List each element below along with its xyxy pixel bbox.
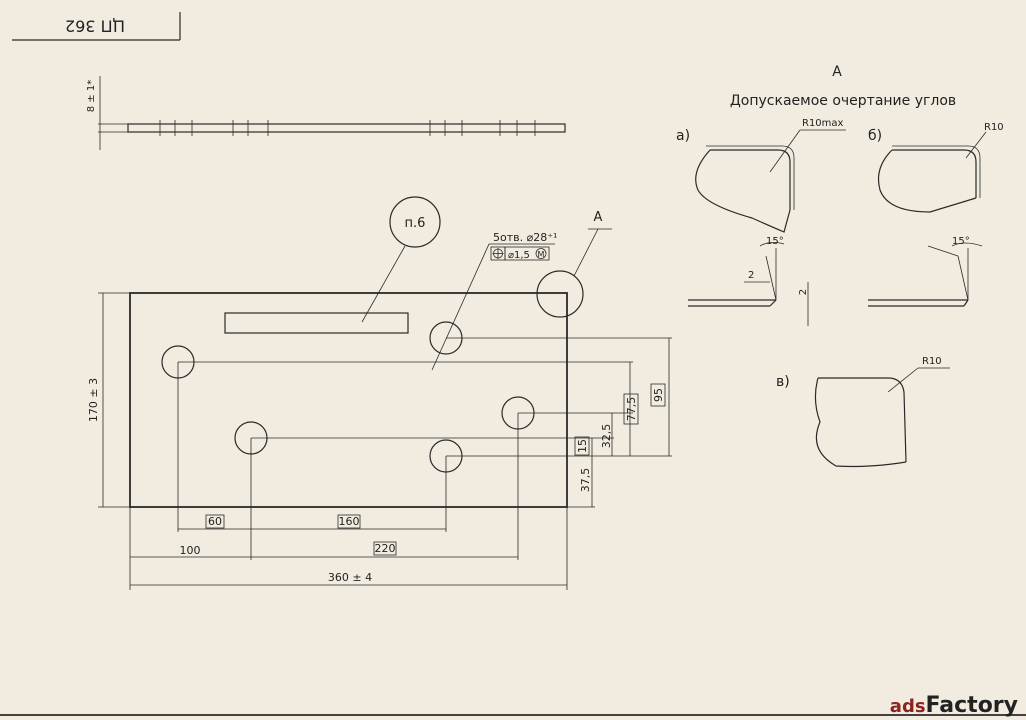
marking-slot [224,312,409,334]
main-view: 170 ± 3 60 160 100 220 360 ± 4 95 77,5 3… [87,196,672,590]
detail-marker-label: А [594,210,603,225]
detail-marker-circle [536,270,584,318]
dim-220-label: 220 [375,542,396,555]
variant-b-label: б) [868,128,882,144]
variant-v-label: в) [776,374,790,390]
variant-a-dim-2-horizontal: 2 [748,270,754,281]
variant-b-radius-label: R10 [984,122,1004,133]
dim-37-5-label: 37,5 [579,468,592,493]
horizontal-extension-lines [98,292,672,508]
side-view: 8 ± 1* [86,76,566,150]
variant-a-angle-label: 15° [766,236,784,247]
dim-60-label: 60 [208,515,222,528]
dim-15-label: 15 [576,439,589,453]
title-block-code: ЦП 362 [65,17,125,36]
holes [161,321,535,473]
side-view-thickness-label: 8 ± 1* [86,80,97,112]
detail-a: А Допускаемое очертание углов а) R10max … [676,64,1004,468]
hole-spec-label: 5отв. ⌀28⁺¹ [493,231,557,244]
tolerance-modifier-label: M [538,250,545,259]
watermark-text: adsFactory [890,693,1018,718]
plate-outline [129,292,568,508]
variant-a-dim-2-vertical: 2 [798,289,809,295]
variant-v-radius-label: R10 [922,356,942,367]
tolerance-diameter-label: ⌀1,5 [508,250,530,261]
variant-a-radius-label: R10max [802,118,844,129]
watermark: adsFactory [890,693,1018,718]
dim-160-label: 160 [339,515,360,528]
side-view-hole-marks [159,120,536,136]
detail-letter: А [832,64,842,80]
dim-32-5-label: 32,5 [600,424,613,449]
dim-100-label: 100 [180,544,201,557]
vertical-extension-lines [129,362,568,590]
detail-heading: Допускаемое очертание углов [730,93,956,109]
note-bubble [389,196,441,248]
dim-77-5-label: 77,5 [625,397,638,422]
dim-360-label: 360 ± 4 [328,571,372,584]
variant-a-label: а) [676,128,690,144]
title-block: ЦП 362 [12,12,181,41]
dim-95-label: 95 [652,388,665,402]
variant-b-angle-label: 15° [952,236,970,247]
dim-height-label: 170 ± 3 [87,378,100,422]
note-ref-label: п.6 [405,216,426,231]
